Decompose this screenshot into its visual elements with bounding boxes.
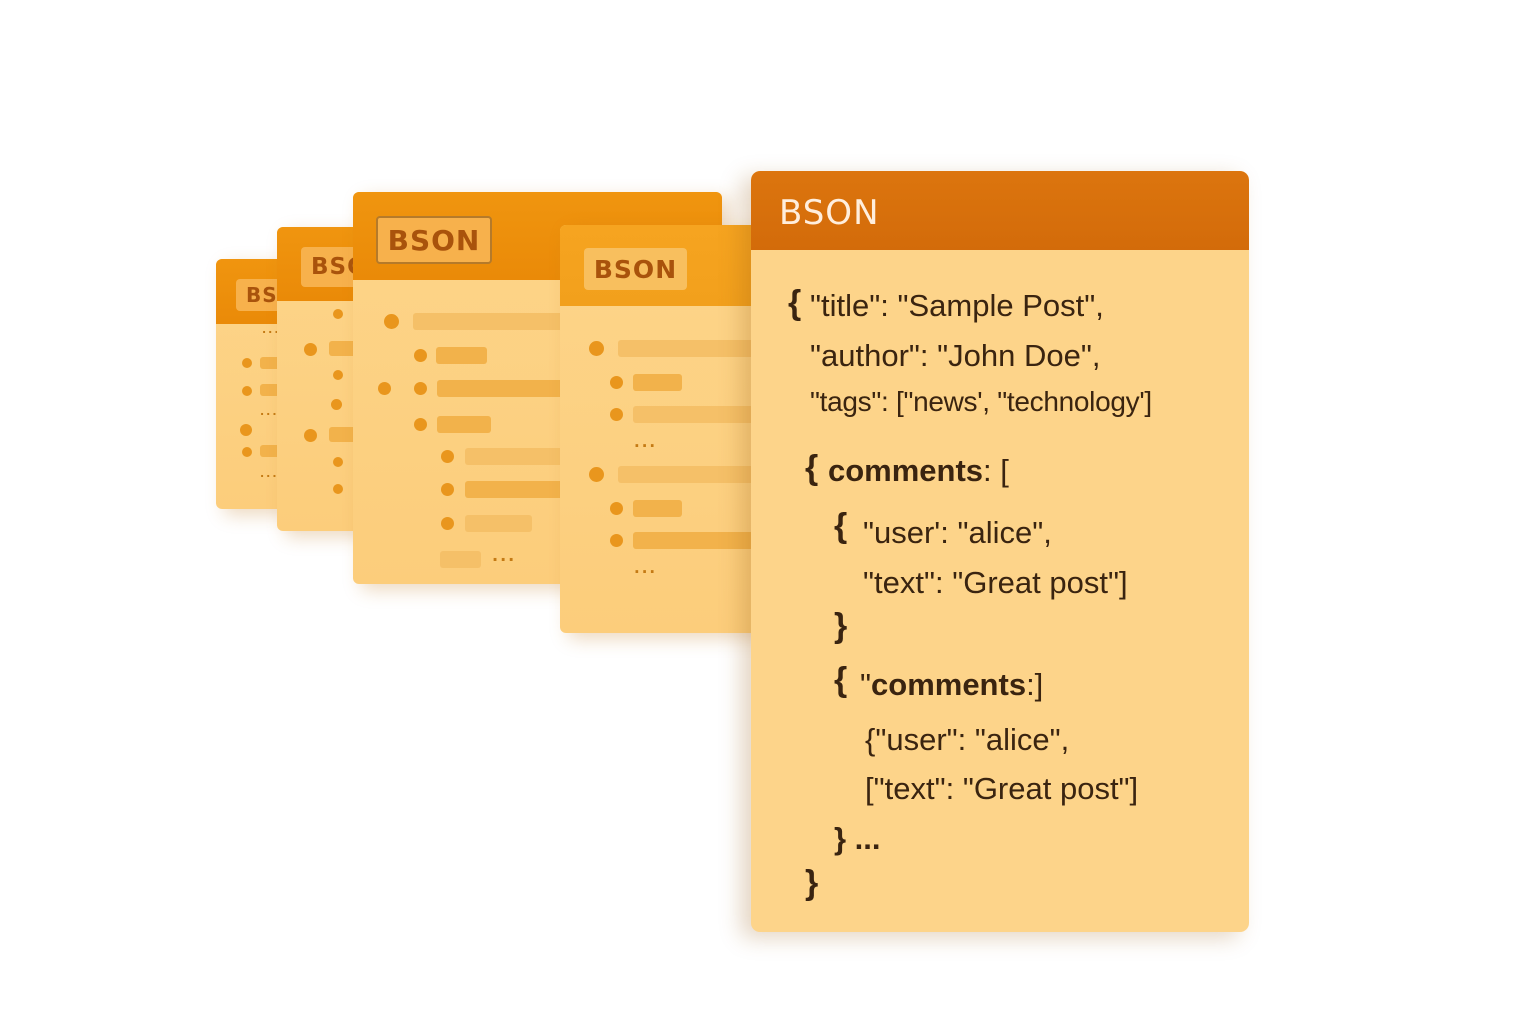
tree-node-dot: [378, 382, 391, 395]
comments2-suffix: :]: [1026, 667, 1044, 702]
ellipsis: ...: [260, 405, 279, 418]
tree-node-dot: [441, 483, 454, 496]
line-user-2: {"user": "alice",: [865, 722, 1070, 757]
line-text-2: ["text": "Great post"]: [865, 771, 1139, 806]
open-brace: {: [788, 284, 802, 322]
line-title: "title": "Sample Post",: [810, 288, 1104, 323]
line-comments: comments: [: [828, 453, 1009, 489]
tree-node-dot: [242, 358, 252, 368]
tree-node-dot: [610, 408, 623, 421]
tree-node-dot: [414, 349, 427, 362]
tree-node-dot: [333, 457, 343, 467]
line-text-1: "text": "Great post"]: [863, 565, 1128, 600]
tree-node-bar: [633, 406, 770, 423]
tree-node-bar: [633, 532, 770, 549]
tree-node-bar: [633, 374, 682, 391]
open-brace: {: [834, 661, 848, 699]
tree-node-dot: [240, 424, 252, 436]
ellipsis: ...: [262, 323, 281, 336]
tree-node-dot: [333, 309, 343, 319]
tree-node-dot: [333, 370, 343, 380]
tree-node-bar: [436, 347, 487, 364]
main-card-title: BSON: [779, 193, 880, 233]
tree-node-dot: [610, 534, 623, 547]
tree-node-dot: [242, 447, 252, 457]
line-tags: "tags": ["news', "technology']: [810, 386, 1152, 417]
tree-node-dot: [589, 467, 604, 482]
ellipsis: ...: [492, 546, 517, 565]
tree-node-bar: [618, 466, 770, 483]
final-close-brace: }: [805, 864, 819, 902]
open-brace: {: [805, 449, 819, 487]
comments2-key: comments: [871, 667, 1027, 702]
tree-node-bar: [633, 500, 682, 517]
tree-node-dot: [242, 386, 252, 396]
tree-node-dot: [304, 429, 317, 442]
comments-suffix: : [: [983, 453, 1009, 488]
card-badge: BSON: [584, 248, 687, 290]
ellipsis: ...: [634, 559, 658, 577]
tree-node-dot: [331, 399, 342, 410]
close-brace: }: [834, 607, 848, 645]
line-user-1: "user': "alice",: [863, 515, 1052, 550]
tree-node-dot: [441, 517, 454, 530]
line-author: "author": "John Doe",: [810, 338, 1101, 373]
tree-node-dot: [589, 341, 604, 356]
tree-node-bar: [618, 340, 770, 357]
close-ellipsis: } ...: [834, 821, 881, 856]
ellipsis: ...: [634, 433, 658, 451]
comments2-prefix: ": [860, 667, 872, 702]
tree-node-bar: [465, 515, 532, 532]
bson-document-card: BSON { "title": "Sample Post", "author":…: [751, 171, 1249, 932]
tree-node-dot: [333, 484, 343, 494]
line-comments-2: "comments:]: [860, 667, 1043, 703]
tree-node-dot: [304, 343, 317, 356]
tree-node-dot: [610, 502, 623, 515]
tree-node-dot: [384, 314, 399, 329]
tree-node-dot: [414, 418, 427, 431]
main-card-header: BSON: [751, 171, 1249, 250]
tree-node-bar: [440, 551, 481, 568]
ellipsis: ...: [260, 467, 279, 480]
bson-card-back-4: BSON ... ...: [560, 225, 770, 633]
comments-key: comments: [828, 453, 984, 488]
tree-node-dot: [414, 382, 427, 395]
card-badge: BSON: [376, 216, 492, 264]
tree-node-dot: [441, 450, 454, 463]
open-brace: {: [834, 507, 848, 545]
tree-node-dot: [610, 376, 623, 389]
tree-node-bar: [437, 416, 491, 433]
